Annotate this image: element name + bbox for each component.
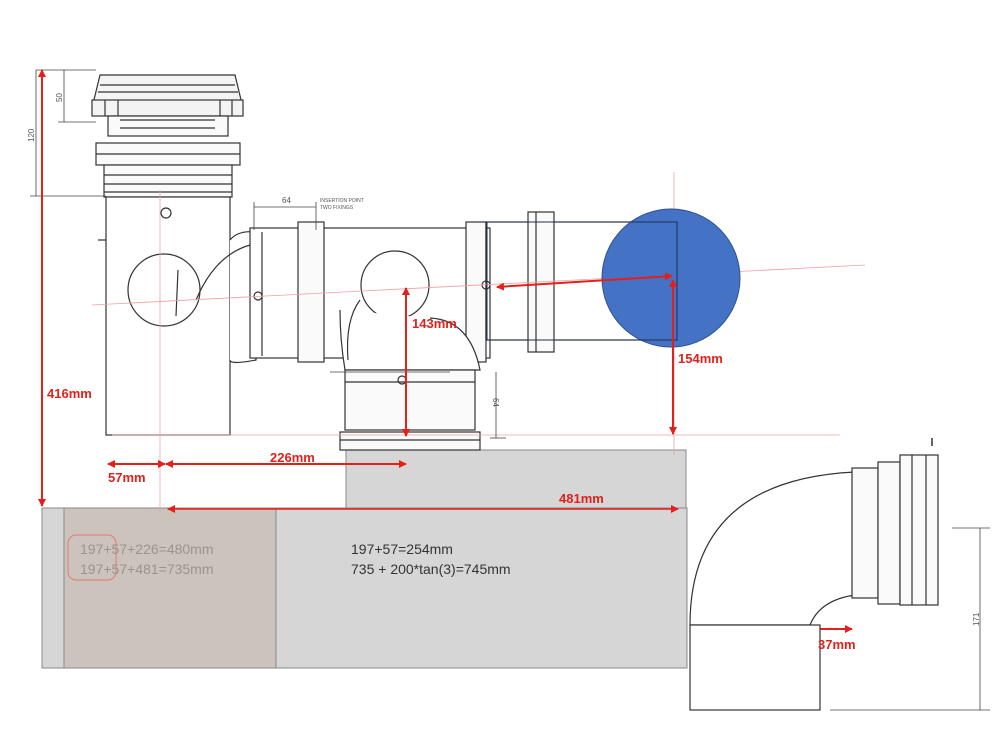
calc-line-3: 197+57=254mm <box>351 541 453 557</box>
red-dimensions <box>38 69 853 633</box>
calc-line-1: 197+57+226=480mm <box>80 541 214 557</box>
label-37: 37mm <box>818 637 856 652</box>
label-50: 50 <box>55 93 64 102</box>
pipe-assembly <box>91 74 677 451</box>
label-64-top: 64 <box>282 196 291 205</box>
highlight-box <box>67 534 117 581</box>
pipe-outline-overlay <box>486 221 678 341</box>
inset-block <box>63 507 277 669</box>
elbow-dimension <box>830 527 990 711</box>
upper-step-slab <box>345 449 687 509</box>
insertion-note-1: INSERTION POINT <box>320 198 364 204</box>
insertion-note-2: TWO FIXINGS <box>320 205 354 211</box>
lower-bend <box>339 299 481 451</box>
label-416: 416mm <box>47 386 92 401</box>
label-143: 143mm <box>412 316 457 331</box>
arrow-horizontal-branch <box>496 272 673 291</box>
label-226: 226mm <box>270 450 315 465</box>
vertical-body <box>98 196 231 436</box>
label-120: 120 <box>27 128 36 142</box>
label-171: 171 <box>972 612 981 626</box>
elbow-fitting <box>689 438 939 711</box>
label-64-side: 64 <box>491 398 500 407</box>
pipe-section-circle <box>601 208 741 348</box>
calc-line-2: 197+57+481=735mm <box>80 561 214 577</box>
floor-slabs <box>41 449 688 669</box>
calc-line-4: 735 + 200*tan(3)=745mm <box>351 561 511 577</box>
label-57: 57mm <box>108 470 146 485</box>
label-481: 481mm <box>559 491 604 506</box>
valve-cap <box>91 74 244 198</box>
label-154: 154mm <box>678 351 723 366</box>
